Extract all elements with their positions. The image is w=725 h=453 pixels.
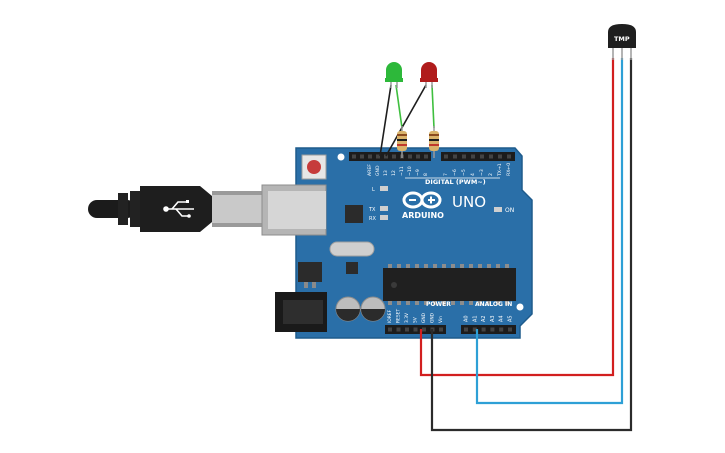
reset-button[interactable] <box>301 154 327 180</box>
power-pin-label: 5V <box>413 317 419 323</box>
usb-symbol-icon <box>163 200 194 218</box>
l-label: L <box>372 187 375 193</box>
digital-pin-label: ~10 <box>407 166 413 176</box>
capacitor-1 <box>335 296 361 322</box>
digital-header-label: DIGITAL (PWM~) <box>425 178 486 186</box>
digital-pin-label: RX←0 <box>506 163 512 176</box>
wire-green-led-cathode[interactable] <box>379 84 392 157</box>
analog-pin-label: A3 <box>490 315 496 322</box>
digital-pin-label: 2 <box>488 173 494 176</box>
resistor-2[interactable] <box>429 126 439 158</box>
power-header[interactable] <box>385 325 446 334</box>
voltage-regulator <box>298 262 322 288</box>
wire-red-led-anode[interactable] <box>431 84 435 129</box>
arduino-logo-icon <box>402 191 442 209</box>
power-pin-label: 3.3V <box>404 313 410 323</box>
analog-pin-label: A2 <box>481 315 487 322</box>
wire-gnd-to-sensor[interactable] <box>430 58 633 432</box>
analog-label: ANALOG IN <box>475 301 512 308</box>
analog-pin-label: A0 <box>464 315 470 322</box>
power-label: POWER <box>426 301 451 308</box>
model-label: UNO <box>452 193 486 211</box>
analog-pin-label: A1 <box>472 315 478 322</box>
wire-5v-to-sensor[interactable] <box>419 58 615 377</box>
analog-pin-label: A4 <box>499 315 505 322</box>
capacitor-2 <box>360 296 386 322</box>
power-pin-label: RESET <box>396 309 402 323</box>
digital-pin-label: ~6 <box>452 169 458 176</box>
rx-label: RX <box>369 216 376 222</box>
digital-pin-label: ~3 <box>479 169 485 176</box>
wire-a0-to-sensor[interactable] <box>475 58 624 405</box>
digital-pin-label: ~11 <box>399 166 405 176</box>
digital-pin-label: ~9 <box>415 169 421 176</box>
power-pin-label: GND <box>421 312 427 323</box>
digital-pin-label: ~5 <box>461 169 467 176</box>
digital-pin-label: 8 <box>423 173 429 176</box>
arduino-uno-board[interactable] <box>295 147 533 339</box>
tx-led <box>380 206 388 211</box>
sensor-label: TMP <box>614 35 630 43</box>
usb-b-jack <box>261 184 327 236</box>
analog-pin-label: A5 <box>508 315 514 322</box>
on-indicator-led <box>494 207 502 212</box>
power-pin-label: GND <box>430 312 436 323</box>
tx-label: TX <box>368 207 376 213</box>
wire-green-led-anode[interactable] <box>395 84 403 129</box>
digital-pin-label: 13 <box>383 170 389 176</box>
digital-pin-label: 12 <box>391 170 397 176</box>
red-led[interactable] <box>420 62 438 88</box>
power-barrel-jack <box>275 292 327 332</box>
crystal-oscillator <box>329 241 375 257</box>
l-led <box>380 186 388 191</box>
brand-label: ARDUINO <box>402 211 444 220</box>
digital-pin-label: 7 <box>443 173 449 176</box>
digital-pin-label: AREF <box>367 164 373 176</box>
atmega-microcontroller <box>383 264 516 305</box>
usb-cable[interactable] <box>88 186 268 232</box>
power-pin-label: IOREF <box>387 309 393 323</box>
wire-red-led-cathode[interactable] <box>385 84 427 157</box>
digital-pin-label: 4 <box>470 173 476 176</box>
small-chip <box>346 262 358 274</box>
digital-pin-label: GND <box>375 165 381 176</box>
digital-pin-label: TX→1 <box>497 163 503 177</box>
green-led[interactable] <box>385 62 403 88</box>
power-pin-label: Vin <box>438 316 444 323</box>
analog-header[interactable] <box>461 325 516 334</box>
tmp36-temperature-sensor[interactable]: TMP <box>608 24 636 60</box>
on-label: ON <box>505 207 514 214</box>
resistor-1[interactable] <box>397 126 407 158</box>
usb-controller-chip <box>345 205 363 223</box>
rx-led <box>380 215 388 220</box>
